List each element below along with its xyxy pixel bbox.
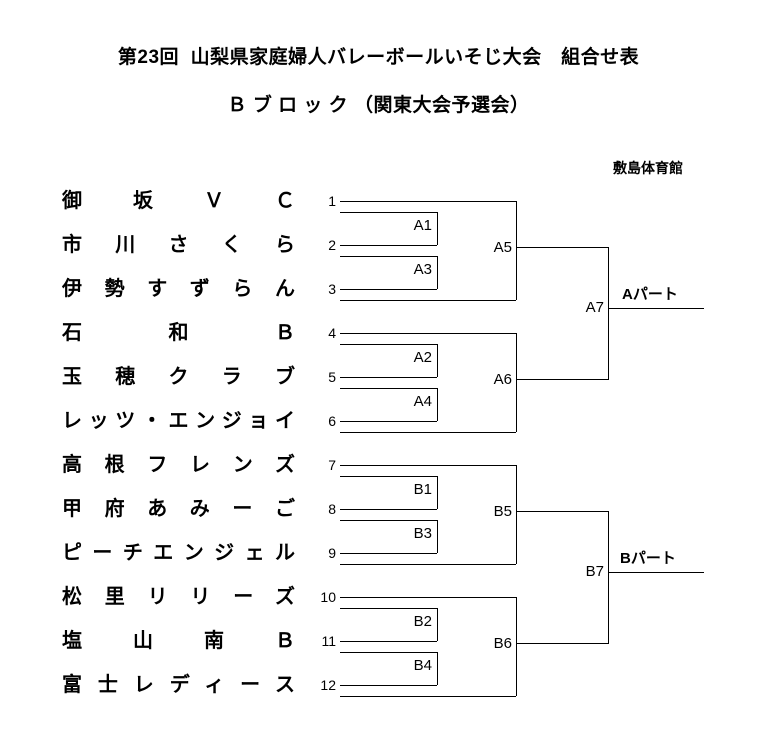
seed-number-9: 9 (328, 545, 336, 561)
connector-b6 (516, 597, 517, 696)
seed-number-3: 3 (328, 281, 336, 297)
connector-a6 (516, 333, 517, 432)
match-label-b6: B6 (493, 635, 512, 652)
output-line-b7 (608, 572, 704, 573)
match-label-b4: B4 (413, 657, 432, 674)
team-name-9: ピーチエンジェル (62, 542, 295, 564)
feed-line-seed-3-outer (340, 300, 516, 301)
seed-number-1: 1 (328, 193, 336, 209)
page-subtitle: Ｂ ブ ロ ッ ク （関東大会予選会） (227, 95, 530, 116)
seed-number-5: 5 (328, 369, 336, 385)
connector-a2 (437, 344, 438, 377)
connector-b2 (437, 608, 438, 641)
feed-line-a3-top (340, 256, 437, 257)
feed-line-b1-top (340, 476, 437, 477)
connector-a7 (608, 247, 609, 379)
feed-line-b4-bottom (340, 685, 437, 686)
connector-a1 (437, 212, 438, 245)
feed-line-seed-9-outer (340, 564, 516, 565)
team-name-10: 松里リリーズ (62, 586, 295, 608)
seed-number-8: 8 (328, 501, 336, 517)
match-label-a3: A3 (413, 261, 432, 278)
seed-number-2: 2 (328, 237, 336, 253)
match-label-a7: A7 (585, 299, 604, 316)
feed-line-b4-top (340, 652, 437, 653)
team-name-2: 市川さくら (62, 234, 295, 256)
output-line-a7 (608, 308, 704, 309)
seed-number-7: 7 (328, 457, 336, 473)
feed-line-seed-7-outer (340, 465, 516, 466)
connector-a3 (437, 256, 438, 289)
feed-line-b3-bottom (340, 553, 437, 554)
seed-number-6: 6 (328, 413, 336, 429)
seed-number-4: 4 (328, 325, 336, 341)
match-label-b7: B7 (585, 563, 604, 580)
part-label-b: Bパート (620, 550, 676, 567)
feed-line-a4-top (340, 388, 437, 389)
team-name-11: 塩山南Ｂ (62, 630, 295, 652)
feed-line-seed-12-outer (340, 696, 516, 697)
feed-line-seed-10-outer (340, 597, 516, 598)
feed-line-a3-bottom (340, 289, 437, 290)
connector-a5 (516, 201, 517, 300)
feed-line-a2-bottom (340, 377, 437, 378)
venue-label: 敷島体育館 (613, 160, 683, 176)
connector-b7 (608, 511, 609, 643)
match-label-a5: A5 (493, 239, 512, 256)
match-label-a6: A6 (493, 371, 512, 388)
feed-line-b1-bottom (340, 509, 437, 510)
connector-b3 (437, 520, 438, 553)
output-line-b6 (516, 643, 609, 644)
feed-line-a1-top (340, 212, 437, 213)
connector-b4 (437, 652, 438, 685)
match-label-b1: B1 (413, 481, 432, 498)
feed-line-b2-bottom (340, 641, 437, 642)
feed-line-b3-top (340, 520, 437, 521)
team-name-12: 富士レディース (62, 674, 295, 696)
output-line-a6 (516, 379, 609, 380)
team-name-5: 玉穂クラブ (62, 366, 295, 388)
page-title: 第23回 山梨県家庭婦人バレーボールいそじ大会 組合せ表 (117, 47, 640, 68)
team-name-4: 石和Ｂ (62, 322, 295, 344)
seed-number-10: 10 (320, 589, 336, 605)
match-label-a2: A2 (413, 349, 432, 366)
output-line-b5 (516, 511, 609, 512)
connector-a4 (437, 388, 438, 421)
output-line-a5 (516, 247, 609, 248)
team-name-6: レッツ・エンジョイ (62, 410, 295, 432)
team-name-1: 御坂ＶＣ (62, 190, 295, 212)
feed-line-seed-1-outer (340, 201, 516, 202)
feed-line-seed-6-outer (340, 432, 516, 433)
part-label-a: Aパート (622, 286, 678, 303)
match-label-b2: B2 (413, 613, 432, 630)
match-label-a1: A1 (413, 217, 432, 234)
team-name-8: 甲府あみーご (62, 498, 295, 520)
match-label-a4: A4 (413, 393, 432, 410)
team-name-7: 高根フレンズ (62, 454, 295, 476)
feed-line-seed-4-outer (340, 333, 516, 334)
seed-number-11: 11 (321, 633, 336, 649)
match-label-b3: B3 (413, 525, 432, 542)
match-label-b5: B5 (493, 503, 512, 520)
feed-line-a1-bottom (340, 245, 437, 246)
feed-line-a4-bottom (340, 421, 437, 422)
feed-line-a2-top (340, 344, 437, 345)
seed-number-12: 12 (320, 677, 336, 693)
connector-b1 (437, 476, 438, 509)
feed-line-b2-top (340, 608, 437, 609)
team-name-3: 伊勢すずらん (62, 278, 295, 300)
connector-b5 (516, 465, 517, 564)
